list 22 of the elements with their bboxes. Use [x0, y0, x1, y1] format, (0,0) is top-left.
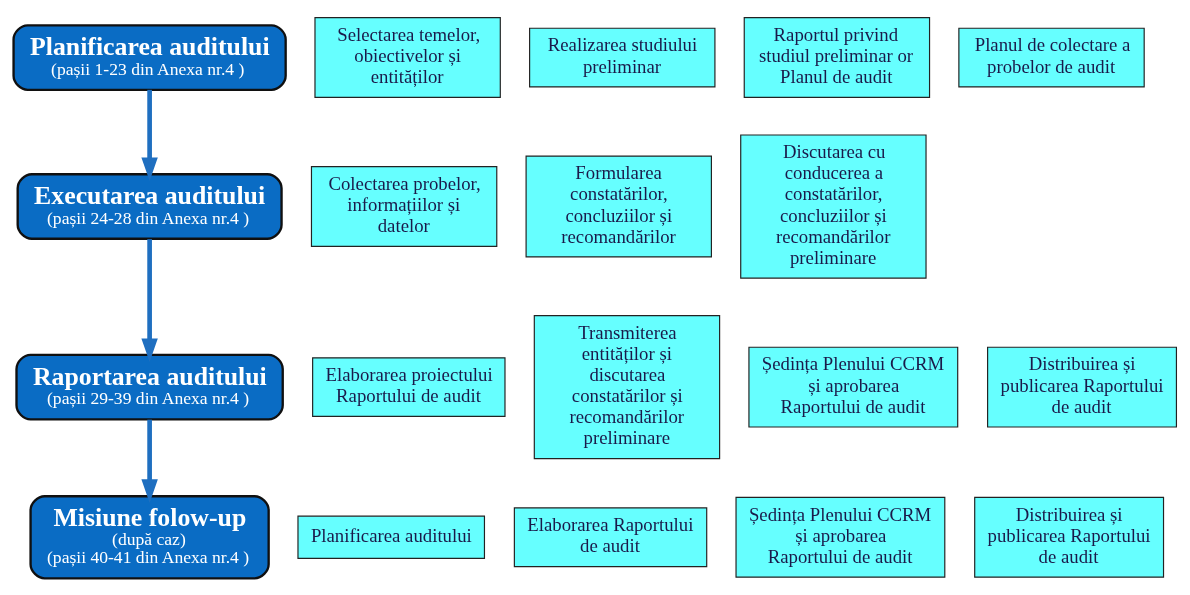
- node-box: Elaborarea Raportului de audit: [513, 506, 708, 567]
- node-box: Distribuirea și publicarea Raportului de audit: [974, 496, 1165, 578]
- node-box: Transmiterea entităților și discutarea constatărilor și recomandărilor preliminare: [533, 314, 721, 459]
- node-box: Planificarea auditului (pașii 1-23 din Anexa nr.4 ): [12, 23, 287, 91]
- node-box: Misiune folow-up (după caz) (pașii 40-41 din Anexa nr.4 ): [29, 494, 270, 579]
- node-box: Executarea auditului (pașii 24-28 din Anexa nr.4 ): [16, 172, 283, 240]
- node-box: Ședința Plenului CCRM și aprobarea Raportului de audit: [735, 496, 946, 578]
- node-box: Ședința Plenului CCRM și aprobarea Raportului de audit: [748, 346, 959, 428]
- arrow: [141, 89, 158, 181]
- node-box: Distribuirea și publicarea Raportului de audit: [987, 346, 1178, 428]
- node-box: Discutarea cu conducerea a constatărilor, concluziilor și recomandărilor preliminare: [740, 133, 927, 279]
- node-box: Formularea constatărilor, concluziilor și recomandărilor: [525, 155, 712, 258]
- node-box: Raportarea auditului (pașii 29-39 din Anexa nr.4 ): [15, 353, 284, 421]
- node-box: Raportul privind studiul preliminar or Planul de audit: [743, 16, 931, 98]
- node-box: Planificarea auditului: [297, 515, 486, 559]
- node-box: Colectarea probelor, informațiilor și datelor: [310, 165, 498, 247]
- arrow: [141, 238, 158, 362]
- arrow: [141, 419, 158, 503]
- node-box: Realizarea studiului preliminar: [529, 27, 716, 87]
- node-box: Elaborarea proiectului Raportului de audit: [312, 356, 506, 417]
- node-box: Planul de colectare a probelor de audit: [958, 27, 1145, 87]
- node-box: Selectarea temelor, obiectivelor și entităților: [314, 16, 501, 98]
